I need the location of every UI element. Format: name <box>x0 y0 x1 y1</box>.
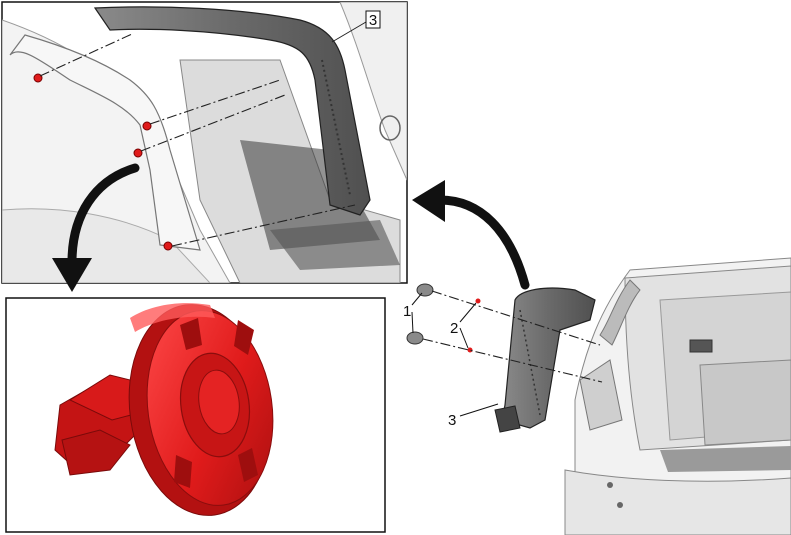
callout-labels: 1 2 3 <box>403 292 499 429</box>
callout-box-3: 3 <box>365 10 381 29</box>
push-clip-retainer-icon <box>54 303 274 516</box>
retainer-clips <box>406 283 434 345</box>
vehicle-overview <box>564 257 791 535</box>
trim-panel-icon <box>494 287 596 433</box>
detail-view-panel: 3 <box>1 1 408 284</box>
upper-trim-panel <box>93 6 371 216</box>
leader-lines-detail <box>39 33 356 247</box>
curved-arrow-icon <box>52 163 140 292</box>
callout-1: 1 <box>403 303 411 320</box>
callout-3-top: 3 <box>369 12 377 29</box>
clip-locator-markers <box>467 298 481 353</box>
callout-3: 3 <box>448 412 456 429</box>
fastener-zoom-panel <box>5 297 386 533</box>
curved-arrow-icon <box>412 180 530 290</box>
leader-lines-overview <box>422 290 603 383</box>
callout-2: 2 <box>450 320 458 337</box>
